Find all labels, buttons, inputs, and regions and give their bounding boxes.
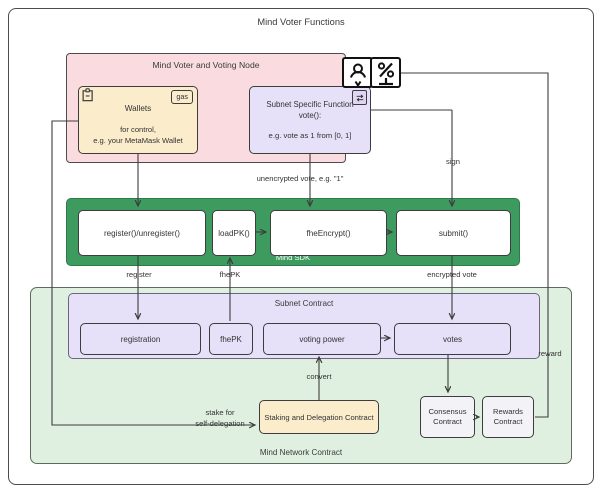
subnet-function-signature: Subnet Specific Function vote(): <box>266 100 354 120</box>
edge-label-encrypted-vote: encrypted vote <box>427 270 477 279</box>
swap-icon <box>352 90 367 105</box>
wallets-subtitle: for control, e.g. your MetaMask Wallet <box>93 125 183 145</box>
node-wallets[interactable]: Wallets for control, e.g. your MetaMask … <box>78 86 198 154</box>
node-register-unregister[interactable]: register()/unregister() <box>78 210 206 256</box>
wallets-gas-tag: gas <box>171 90 193 104</box>
subnet-function-example: e.g. vote as 1 from [0, 1] <box>268 131 352 140</box>
edge-label-register: register <box>126 270 152 279</box>
user-icon <box>342 57 373 88</box>
outer-frame-title: Mind Voter Functions <box>257 17 345 27</box>
node-subnet-specific-function[interactable]: Subnet Specific Function vote(): e.g. vo… <box>249 86 371 154</box>
node-voting-power[interactable]: voting power <box>263 323 381 355</box>
edge-label-fhepk: fhePK <box>219 270 241 279</box>
node-loadpk[interactable]: loadPK() <box>212 210 256 256</box>
percent-monitor-icon <box>370 57 401 88</box>
edge-label-sign: sign <box>446 157 460 166</box>
group-voter-node-title: Mind Voter and Voting Node <box>152 60 260 70</box>
group-subnet-contract-title: Subnet Contract <box>274 299 334 308</box>
node-votes[interactable]: votes <box>394 323 511 355</box>
node-consensus-contract[interactable]: Consensus Contract <box>420 396 475 438</box>
group-network-contract-title: Mind Network Contract <box>259 448 343 457</box>
node-rewards-contract[interactable]: Rewards Contract <box>482 396 534 438</box>
edge-label-stake-for-self-delegation: stake for self-delegation <box>195 408 245 428</box>
node-fheencrypt[interactable]: fheEncrypt() <box>270 210 387 256</box>
node-registration[interactable]: registration <box>80 323 201 355</box>
node-staking-and-delegation-contract[interactable]: Staking and Delegation Contract <box>259 400 379 434</box>
wallets-title: Wallets <box>124 104 152 113</box>
edge-label-unencrypted-vote: unencrypted vote, e.g. "1" <box>256 174 344 183</box>
node-submit[interactable]: submit() <box>396 210 511 256</box>
edge-label-reward: reward <box>538 349 562 358</box>
edge-label-convert: convert <box>306 372 332 381</box>
node-fhepk[interactable]: fhePK <box>209 323 253 355</box>
group-sdk-title: Mind SDK <box>275 253 311 262</box>
clipboard-icon <box>82 88 93 102</box>
